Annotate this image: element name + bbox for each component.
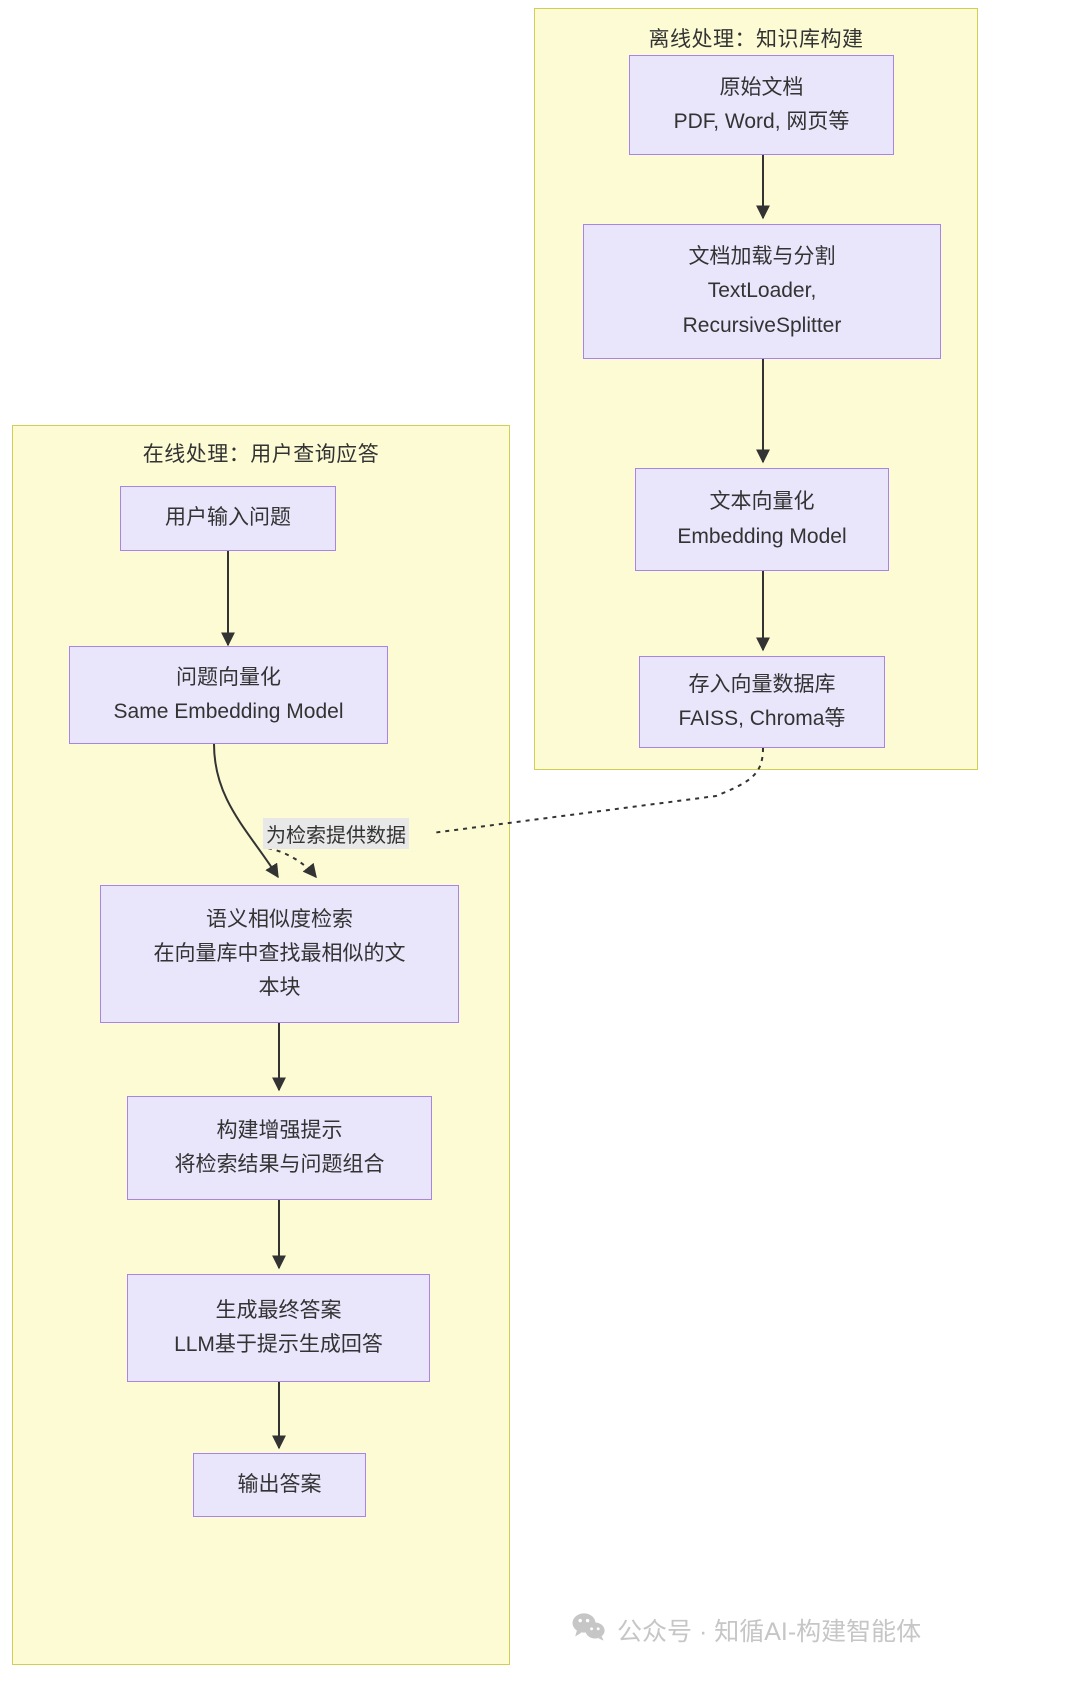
node-query-embedding-line-1: 问题向量化 — [176, 665, 281, 689]
node-text-embedding[interactable]: 文本向量化 Embedding Model — [635, 468, 889, 571]
node-build-prompt-line-2: 将检索结果与问题组合 — [174, 1153, 385, 1176]
node-output-answer-line-1: 输出答案 — [237, 1472, 322, 1496]
node-semantic-search-line-3: 本块 — [258, 976, 301, 999]
node-generate-answer-line-2: LLM基于提示生成回答 — [174, 1333, 383, 1356]
watermark: 公众号 · 知循AI-构建智能体 — [572, 1612, 921, 1648]
edge-label-provide-data: 为检索提供数据 — [263, 818, 409, 849]
node-text-embedding-line-2: Embedding Model — [677, 524, 847, 548]
node-output-answer[interactable]: 输出答案 — [193, 1453, 366, 1517]
node-vector-store-line-2: FAISS, Chroma等 — [678, 707, 846, 730]
node-user-question[interactable]: 用户输入问题 — [120, 486, 336, 551]
node-query-embedding-line-2: Same Embedding Model — [113, 700, 344, 723]
node-raw-doc-line-1: 原始文档 — [719, 75, 804, 99]
node-generate-answer[interactable]: 生成最终答案 LLM基于提示生成回答 — [127, 1274, 430, 1382]
node-text-embedding-line-1: 文本向量化 — [709, 490, 815, 514]
watermark-text: 公众号 · 知循AI-构建智能体 — [617, 1618, 922, 1646]
subgraph-offline-title: 离线处理：知识库构建 — [648, 28, 864, 51]
node-build-prompt-line-1: 构建增强提示 — [216, 1118, 343, 1142]
node-load-split-line-3: RecursiveSplitter — [682, 313, 842, 337]
node-generate-answer-line-1: 生成最终答案 — [215, 1298, 342, 1322]
subgraph-online-title: 在线处理：用户查询应答 — [142, 443, 380, 466]
wechat-icon — [572, 1612, 606, 1648]
node-vector-store[interactable]: 存入向量数据库 FAISS, Chroma等 — [639, 656, 885, 748]
node-query-embedding[interactable]: 问题向量化 Same Embedding Model — [69, 646, 388, 744]
node-raw-doc-line-2: PDF, Word, 网页等 — [673, 110, 850, 133]
node-raw-doc[interactable]: 原始文档 PDF, Word, 网页等 — [629, 55, 894, 155]
node-load-split[interactable]: 文档加载与分割 TextLoader, RecursiveSplitter — [583, 224, 941, 359]
node-semantic-search[interactable]: 语义相似度检索 在向量库中查找最相似的文 本块 — [100, 885, 459, 1023]
node-load-split-line-2: TextLoader, — [707, 279, 817, 303]
node-user-question-line-1: 用户输入问题 — [165, 506, 291, 530]
node-semantic-search-line-1: 语义相似度检索 — [206, 907, 353, 931]
node-vector-store-line-1: 存入向量数据库 — [688, 672, 836, 696]
node-build-prompt[interactable]: 构建增强提示 将检索结果与问题组合 — [127, 1096, 432, 1200]
node-load-split-line-1: 文档加载与分割 — [688, 245, 836, 269]
node-semantic-search-line-2: 在向量库中查找最相似的文 — [153, 941, 406, 965]
